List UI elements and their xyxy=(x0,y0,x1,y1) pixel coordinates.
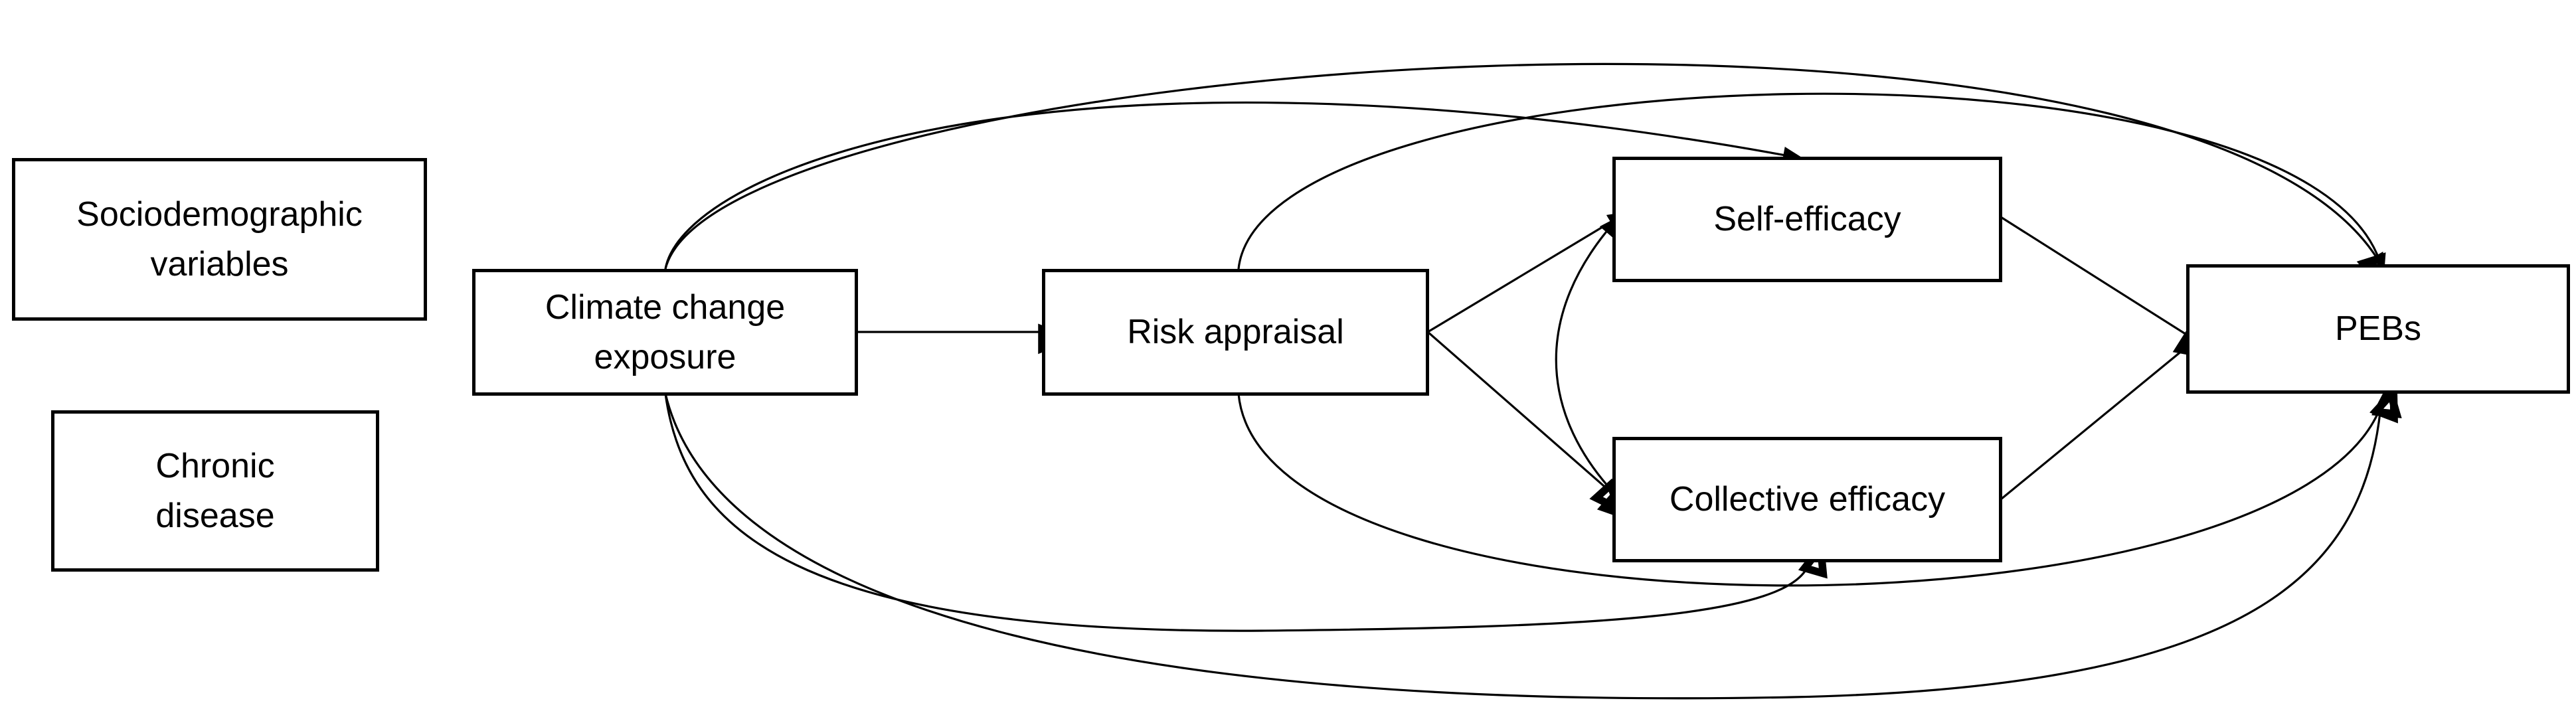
arrow-risk-to-self-efficacy xyxy=(1427,208,1647,333)
collective-efficacy-box: Collective efficacy xyxy=(1612,437,2002,562)
sociodemographic-label: Sociodemographic variables xyxy=(76,195,363,283)
arrow-risk-to-pebs-upper xyxy=(1237,92,2386,293)
risk-appraisal-label: Risk appraisal xyxy=(1127,313,1344,351)
exposure-box: Climate change exposure xyxy=(472,269,858,396)
chronic-disease-box: Chronic disease xyxy=(51,410,379,572)
exposure-label: Climate change exposure xyxy=(545,287,786,376)
arrow-risk-to-pebs-lower xyxy=(1237,382,2398,587)
covariance-self-collective xyxy=(1555,207,1636,517)
chronic-disease-label: Chronic disease xyxy=(155,446,275,535)
arrow-exposure-to-pebs-upper xyxy=(664,62,2389,292)
arrow-risk-to-collective-efficacy xyxy=(1426,331,1636,523)
collective-efficacy-label: Collective efficacy xyxy=(1669,480,1946,519)
sociodemographic-box: Sociodemographic variables xyxy=(12,158,427,321)
arrow-exposure-to-pebs-lower xyxy=(664,378,2402,700)
pebs-label: PEBs xyxy=(2334,309,2422,348)
arrow-self-efficacy-to-pebs xyxy=(2000,216,2213,360)
pebs-box: PEBs xyxy=(2186,264,2570,394)
arrow-exposure-to-collective-efficacy xyxy=(664,393,1828,632)
arrow-exposure-to-self-efficacy xyxy=(664,101,1820,270)
self-efficacy-box: Self-efficacy xyxy=(1612,157,2002,282)
self-efficacy-label: Self-efficacy xyxy=(1713,200,1901,238)
risk-appraisal-box: Risk appraisal xyxy=(1042,269,1429,396)
arrow-collective-efficacy-to-pebs xyxy=(2000,329,2219,501)
